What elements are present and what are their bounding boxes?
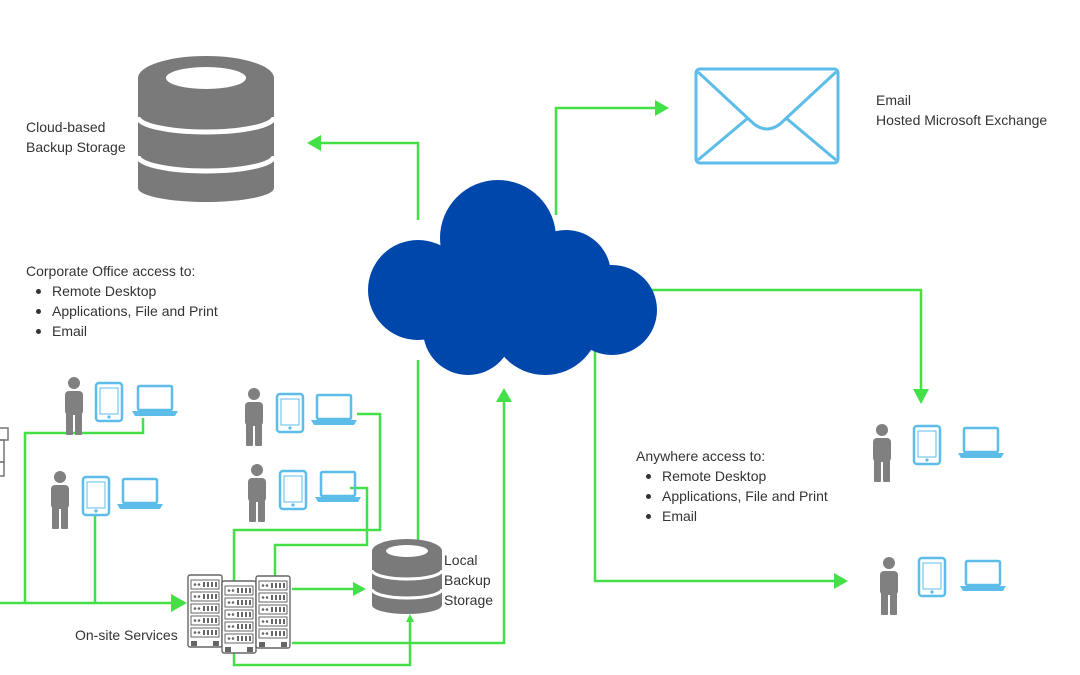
tablet-icon (94, 381, 124, 423)
anywhere-user-group-1 (873, 424, 1006, 482)
person-icon (65, 377, 83, 435)
anywhere-user-group-2 (880, 556, 1008, 615)
corporate-access-label: Corporate Office access to: Remote Deskt… (26, 261, 218, 341)
laptop-icon (313, 470, 363, 504)
list-item: Email (646, 506, 828, 526)
local-backup-label: Local Backup Storage (444, 550, 493, 610)
person-icon (873, 424, 891, 482)
laptop-icon (309, 393, 359, 427)
person-icon (880, 557, 898, 615)
corporate-access-title: Corporate Office access to: (26, 263, 196, 279)
laptop-icon (130, 384, 180, 418)
person-icon (248, 464, 266, 522)
local-backup-database-icon (370, 539, 444, 614)
email-subtitle: Hosted Microsoft Exchange (876, 112, 1048, 128)
tablet-icon (275, 392, 305, 434)
envelope-icon (694, 67, 840, 165)
list-item: Applications, File and Print (646, 488, 828, 504)
corporate-access-list: Remote Desktop Applications, File and Pr… (26, 281, 218, 341)
email-title: Email (876, 92, 912, 108)
cloud-backup-line2: Backup Storage (26, 139, 126, 155)
cloud-backup-line1: Cloud-based (26, 119, 106, 135)
onsite-services-label: On-site Services (75, 627, 178, 643)
laptop-icon (115, 477, 165, 511)
database-icon (135, 56, 277, 202)
email-label: Email Hosted Microsoft Exchange (876, 90, 1047, 130)
list-item: Email (36, 321, 218, 341)
laptop-icon (956, 426, 1006, 460)
local-backup-line1: Local (444, 552, 478, 568)
corporate-user-group-4 (248, 464, 363, 522)
corporate-user-group-1 (65, 377, 180, 435)
laptop-icon (958, 559, 1008, 593)
list-item: Applications, File and Print (36, 303, 218, 319)
list-item: Remote Desktop (36, 281, 218, 301)
tablet-icon (81, 475, 111, 517)
tablet-icon (917, 556, 947, 598)
local-backup-line2: Backup (444, 572, 491, 588)
anywhere-access-title: Anywhere access to: (636, 448, 766, 464)
tablet-icon (912, 424, 942, 466)
anywhere-access-list: Remote Desktop Applications, File and Pr… (636, 466, 828, 526)
server-rack-icon (187, 574, 291, 654)
person-icon (245, 388, 263, 446)
anywhere-access-label: Anywhere access to: Remote Desktop Appli… (636, 446, 828, 526)
connector-arrowheads (171, 100, 929, 622)
corporate-user-group-2 (51, 471, 165, 529)
local-backup-line3: Storage (444, 592, 494, 608)
cloud-backup-label: Cloud-based Backup Storage (26, 117, 126, 157)
printer-icon (0, 427, 9, 477)
corporate-user-group-3 (245, 388, 359, 446)
tablet-icon (278, 469, 308, 511)
person-icon (51, 471, 69, 529)
list-item: Remote Desktop (646, 466, 828, 486)
cloud-icon (368, 180, 657, 375)
